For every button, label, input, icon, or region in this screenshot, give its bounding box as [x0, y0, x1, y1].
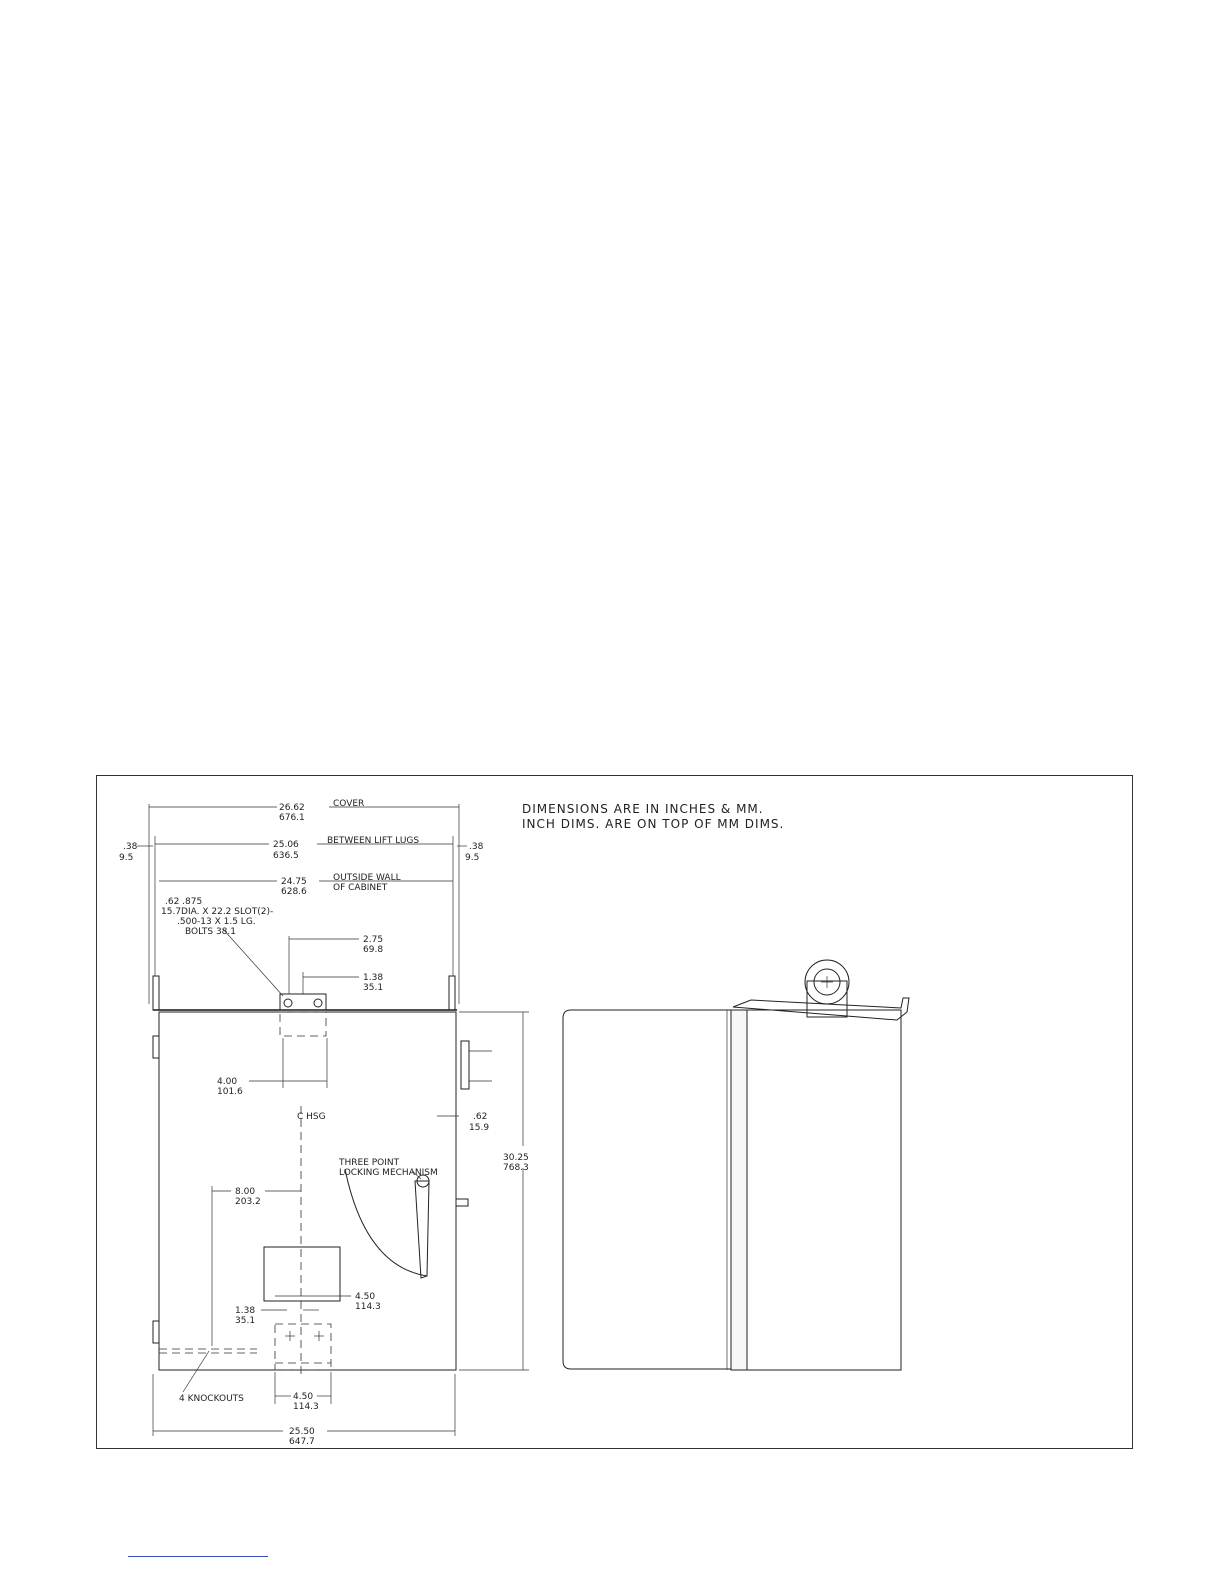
dim-400-in: 4.00: [217, 1077, 237, 1087]
dim-275-in: 2.75: [363, 935, 383, 945]
knockout-area: [274, 1323, 332, 1371]
handle-stub: [455, 1198, 469, 1207]
note-line-2: INCH DIMS. ARE ON TOP OF MM DIMS.: [522, 817, 784, 831]
dim-800-mm: 203.2: [235, 1197, 261, 1207]
side-bracket-right: [460, 1040, 470, 1090]
bolt-plate: [279, 993, 327, 1011]
note-line-1: DIMENSIONS ARE IN INCHES & MM.: [522, 802, 764, 816]
slot-note-3: .500-13 X 1.5 LG.: [177, 917, 256, 927]
dim-outside-wall-label1: OUTSIDE WALL: [333, 873, 401, 883]
front-cabinet-body: [158, 1011, 457, 1371]
dim-450b-in: 4.50: [293, 1392, 313, 1402]
dim-275-mm: 69.8: [363, 945, 383, 955]
slot-note-2: 15.7DIA. X 22.2 SLOT(2)-: [161, 907, 273, 917]
nameplate: [263, 1246, 341, 1302]
dim-width-mm: 647.7: [289, 1437, 315, 1447]
dim-800-in: 8.00: [235, 1187, 255, 1197]
dim-lift-lugs-in: 25.06: [273, 840, 299, 850]
lift-lug-right: [448, 975, 456, 1011]
lock-handle: [414, 1180, 430, 1279]
dim-lift-lugs-mm: 636.5: [273, 851, 299, 861]
dim-lug-left-in: .38: [123, 842, 138, 852]
front-view: C HSG 26.62 676.1 COVER 25.06 636.5 BETW…: [119, 799, 529, 1447]
locking-label-2: LOCKING MECHANISM: [339, 1168, 438, 1178]
enclosure-dimension-drawing: DIMENSIONS ARE IN INCHES & MM. INCH DIMS…: [119, 799, 910, 1447]
side-door: [730, 1009, 748, 1371]
dim-450a-mm: 114.3: [355, 1302, 381, 1312]
dim-width-in: 25.50: [289, 1427, 315, 1437]
footer-link-underline[interactable]: [128, 1556, 268, 1557]
dim-cover-mm: 676.1: [279, 813, 305, 823]
dim-height-in: 30.25: [503, 1153, 529, 1163]
lock-swing-arc: [344, 1168, 428, 1277]
hinge-left-bottom: [152, 1320, 160, 1344]
dim-outside-wall-in: 24.75: [281, 877, 307, 887]
dim-138-top-in: 1.38: [363, 973, 383, 983]
dim-cover-label: COVER: [333, 799, 364, 809]
drawing-frame: DIMENSIONS ARE IN INCHES & MM. INCH DIMS…: [96, 775, 1133, 1449]
slot-bolt-right: [313, 998, 323, 1008]
hinge-left-top: [152, 1035, 160, 1059]
side-view: [562, 959, 910, 1371]
lift-lug-left: [152, 975, 160, 1011]
dim-450a-in: 4.50: [355, 1292, 375, 1302]
sloped-roof: [732, 997, 910, 1021]
dim-400-mm: 101.6: [217, 1087, 243, 1097]
dim-lug-left-mm: 9.5: [119, 853, 133, 863]
dim-lug-right-in: .38: [469, 842, 484, 852]
dim-62-front-mm: 15.9: [469, 1123, 489, 1133]
slot-note-1: .62 .875: [165, 897, 202, 907]
slot-bolt-left: [283, 998, 293, 1008]
dim-450b-mm: 114.3: [293, 1402, 319, 1412]
dim-lug-right-mm: 9.5: [465, 853, 479, 863]
lifting-eye: [804, 959, 850, 1005]
knockouts-label: 4 KNOCKOUTS: [179, 1394, 244, 1404]
dim-62-front-in: .62: [473, 1112, 487, 1122]
dim-lift-lugs-label: BETWEEN LIFT LUGS: [327, 836, 419, 846]
dim-outside-wall-label2: OF CABINET: [333, 883, 388, 893]
dim-138-top-mm: 35.1: [363, 983, 383, 993]
locking-label-1: THREE POINT: [338, 1158, 400, 1168]
dim-height-mm: 768.3: [503, 1163, 529, 1173]
slot-note-4: BOLTS 38.1: [185, 927, 236, 937]
door-swing-outline: [562, 1009, 737, 1370]
side-cabinet-body: [746, 1009, 902, 1371]
housing-centerline-label: C HSG: [297, 1112, 326, 1122]
dim-138b-mm: 35.1: [235, 1316, 255, 1326]
dim-outside-wall-mm: 628.6: [281, 887, 307, 897]
dim-cover-in: 26.62: [279, 803, 305, 813]
dim-138b-in: 1.38: [235, 1306, 255, 1316]
